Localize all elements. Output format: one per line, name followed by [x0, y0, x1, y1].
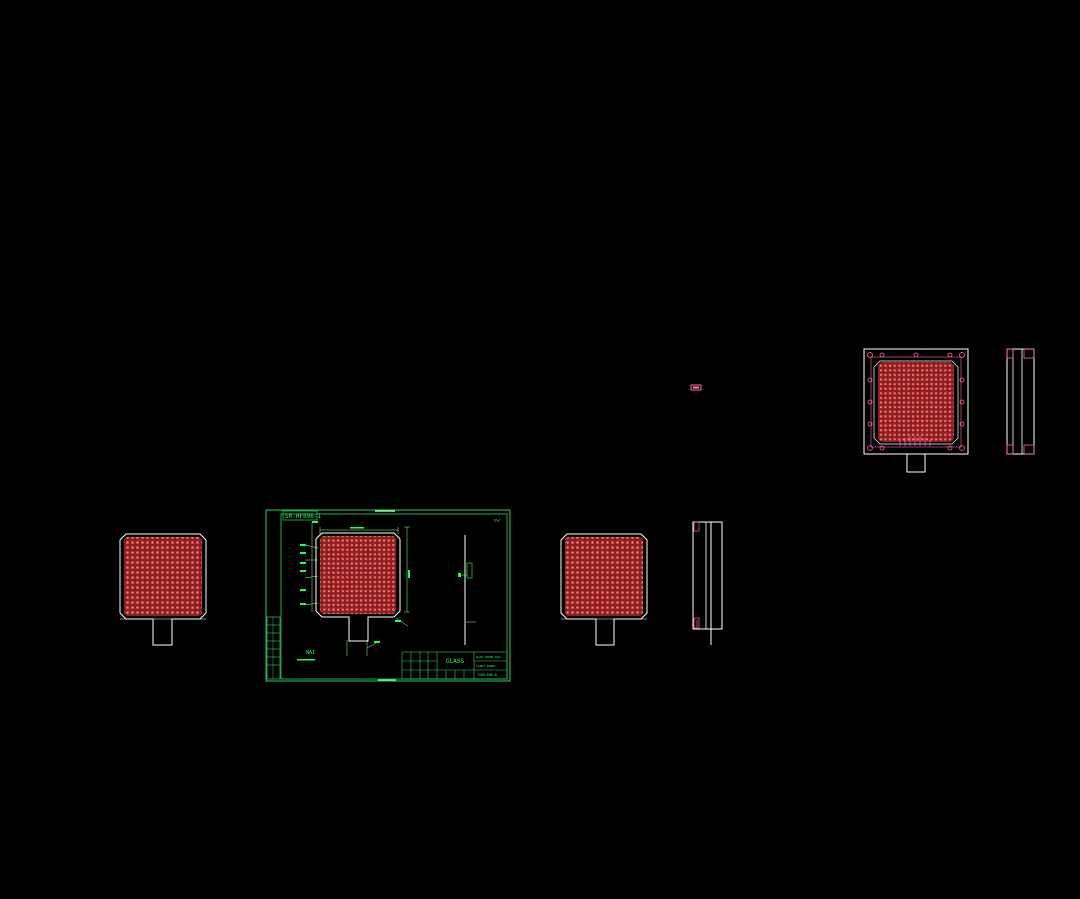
side-section-view-top[interactable]	[1006, 348, 1035, 455]
panel-outline	[560, 533, 648, 646]
rear-panel-view-top[interactable]	[863, 348, 969, 473]
surface-mark: ▽√	[494, 518, 500, 524]
title-block-name-1: GLASS BOARD ASSY	[476, 655, 501, 659]
hole-array	[565, 537, 643, 616]
sheet-side-view	[458, 535, 476, 645]
front-panel-view-left[interactable]	[119, 533, 207, 646]
sheet-panel-view	[315, 532, 401, 642]
side-clip-top	[693, 521, 700, 532]
sheet-border-outer	[265, 509, 511, 682]
sheet-left-note: NAI	[306, 650, 315, 656]
sheet-left-note-underline	[297, 659, 315, 661]
title-block-part-number: TOOLING-6	[478, 673, 497, 677]
side-section-view[interactable]	[692, 521, 723, 645]
side-top-clip-3	[1006, 348, 1014, 359]
title-block-center-note: GLASS	[446, 658, 464, 665]
dimension-tick-texts	[300, 521, 410, 643]
small-part-marker[interactable]	[690, 384, 702, 391]
sheet-border-inner	[280, 513, 508, 680]
panel-outline	[119, 533, 207, 646]
rear-inner-outline	[873, 360, 959, 445]
hole-array	[124, 537, 202, 616]
side-top-clip-2	[1023, 444, 1035, 455]
drawing-sheet[interactable]: SR-HF896-1 ▽√	[265, 509, 511, 682]
sheet-header-label: SR-HF896-1	[285, 513, 322, 520]
side-top-clip-1	[1023, 348, 1035, 359]
revision-column	[266, 616, 281, 680]
rear-hole-array	[878, 362, 954, 442]
title-block	[401, 651, 508, 680]
front-panel-view-right[interactable]	[560, 533, 648, 646]
rear-tab	[906, 454, 926, 473]
rear-frame-outer	[863, 348, 969, 455]
rear-mount-holes	[867, 352, 965, 451]
side-top-body	[1006, 348, 1035, 455]
sheet-header-box	[282, 510, 318, 521]
title-block-name-2: LIGHT PANEL	[476, 664, 496, 668]
small-part-fill	[693, 386, 699, 389]
side-body	[692, 521, 723, 630]
rear-bottom-fins	[899, 436, 931, 446]
side-top-clip-4	[1006, 444, 1014, 455]
